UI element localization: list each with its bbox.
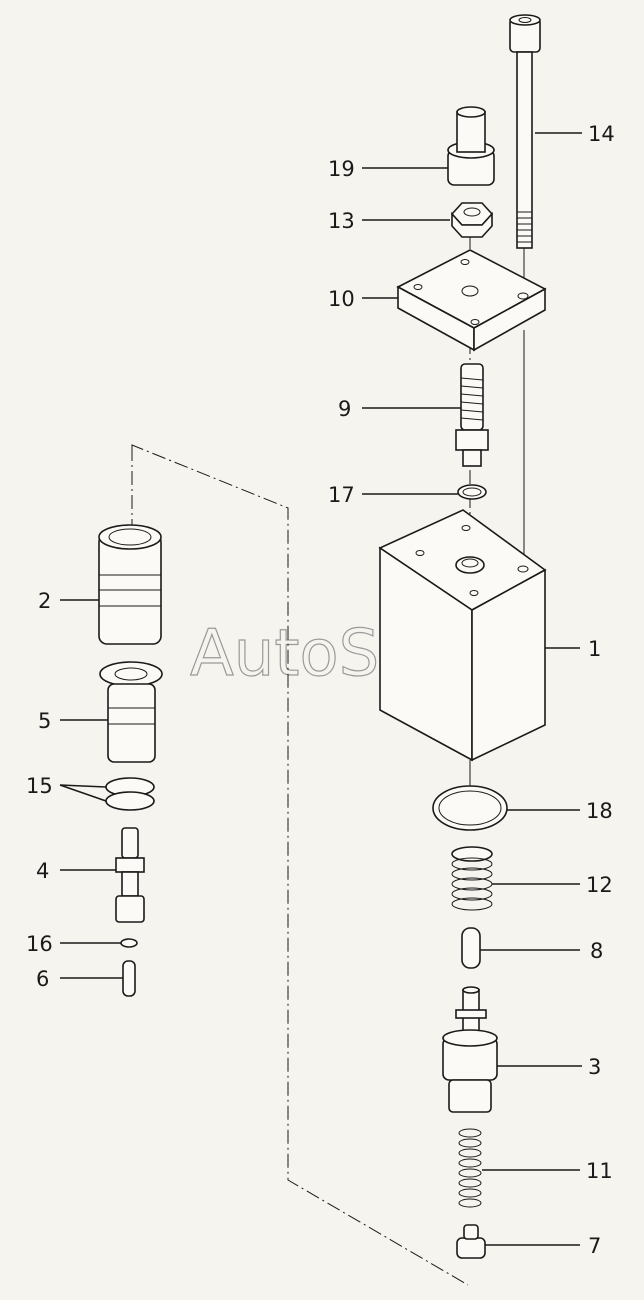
part-11-spring: [458, 1128, 482, 1208]
part-1-body: [378, 509, 547, 762]
callout-6: 6: [36, 967, 49, 991]
callout-18: 18: [586, 799, 613, 823]
callout-10: 10: [328, 287, 355, 311]
part-18-oring: [432, 785, 508, 831]
part-7-plug: [456, 1224, 486, 1259]
callout-4: 4: [36, 859, 49, 883]
callout-14: 14: [588, 122, 615, 146]
callout-8: 8: [590, 939, 603, 963]
callout-3: 3: [588, 1055, 601, 1079]
part-14-bolt: [509, 14, 541, 249]
part-6-pin: [122, 960, 136, 997]
callout-17: 17: [328, 483, 355, 507]
part-19-cap: [447, 106, 495, 186]
callout-5: 5: [38, 709, 51, 733]
callout-15: 15: [26, 774, 53, 798]
callout-19: 19: [328, 157, 355, 181]
callout-2: 2: [38, 589, 51, 613]
part-12-spring: [451, 846, 493, 911]
callout-16: 16: [26, 932, 53, 956]
callout-9: 9: [338, 397, 351, 421]
callout-7: 7: [588, 1234, 601, 1258]
part-3-spool: [442, 986, 498, 1113]
part-15-orings: [105, 777, 155, 811]
part-8-pin: [461, 927, 481, 969]
assembly-frame-line: [131, 444, 469, 1286]
part-2-sleeve: [98, 524, 162, 645]
callout-13: 13: [328, 209, 355, 233]
part-4-spool: [115, 827, 145, 923]
part-16-ring: [120, 938, 138, 948]
part-5-inner-sleeve: [99, 661, 163, 763]
part-9-screw: [455, 363, 489, 467]
part-17-oring: [457, 484, 487, 500]
callout-11: 11: [586, 1159, 613, 1183]
callout-12: 12: [586, 873, 613, 897]
part-13-nut: [450, 202, 494, 238]
callout-1: 1: [588, 637, 601, 661]
part-10-plate: [396, 249, 547, 352]
leader-lines: [59, 132, 582, 1246]
